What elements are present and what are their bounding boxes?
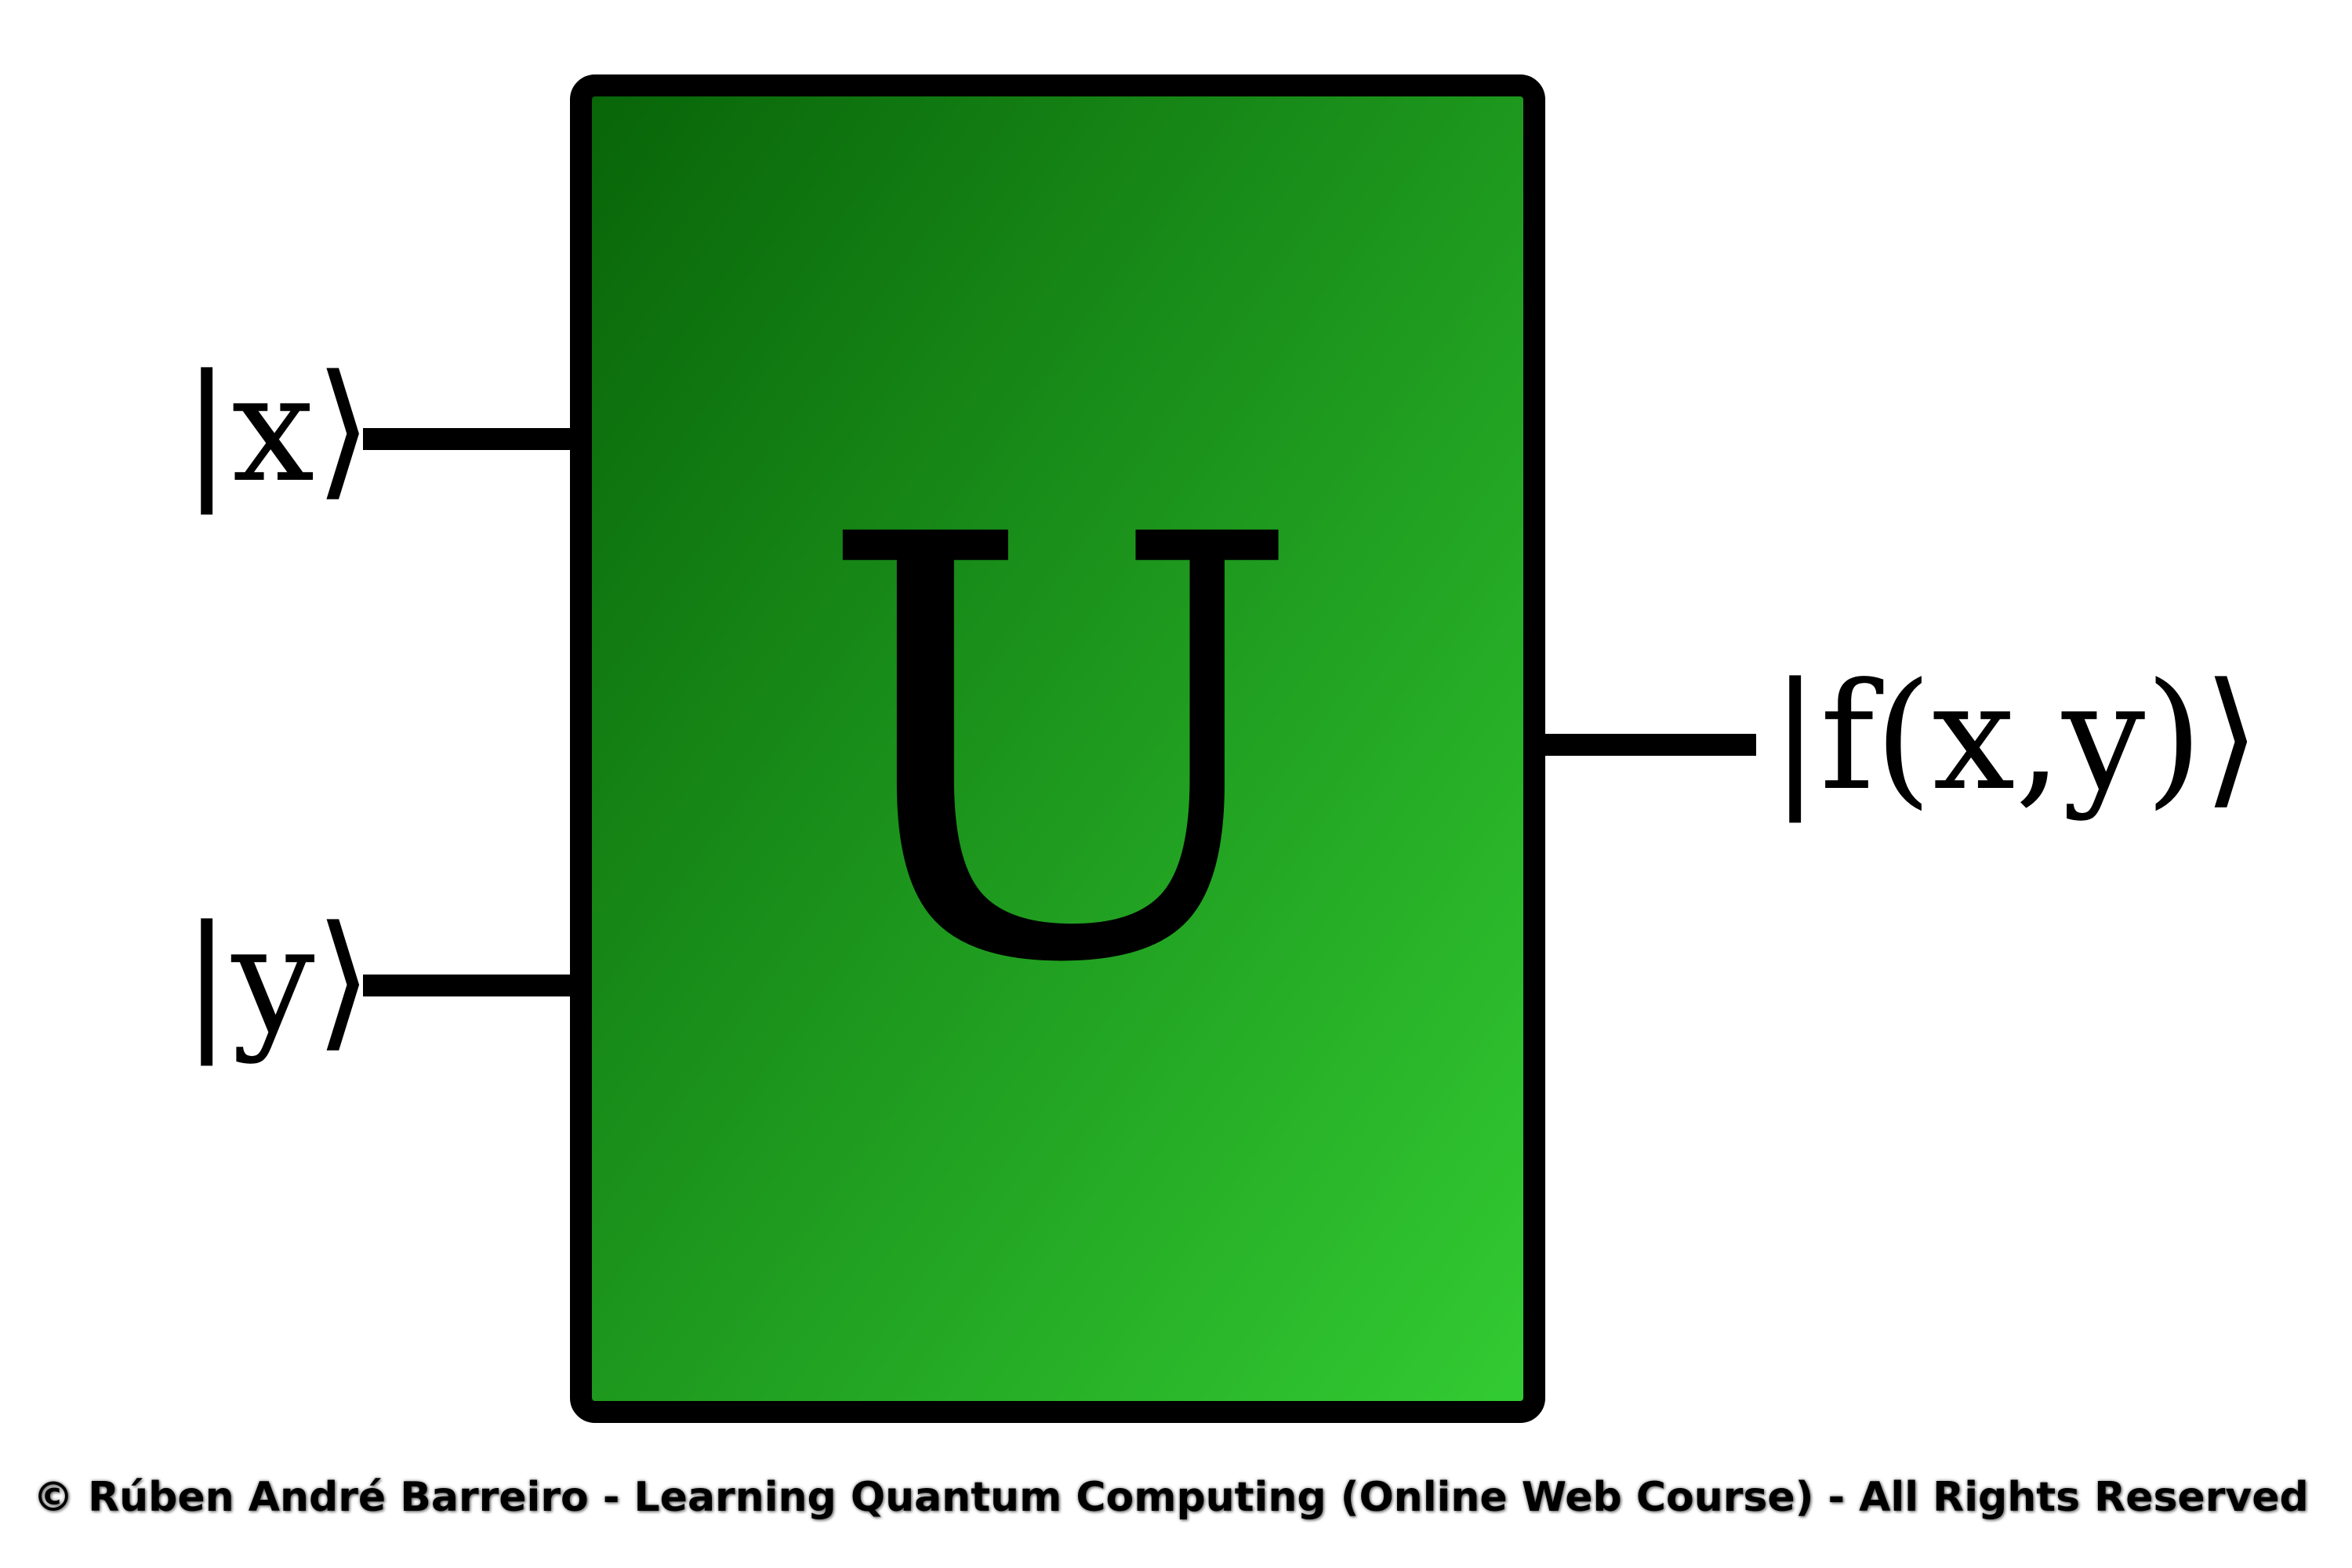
input-ket-x: |x⟩: [182, 343, 372, 515]
gate-label: U: [815, 414, 1305, 1090]
unitary-gate-box: [570, 74, 1545, 1423]
copyright-notice: © Rúben André Barreiro - Learning Quantu…: [33, 1474, 2309, 1521]
output-ket: |f(x,y)⟩: [1770, 652, 2260, 823]
input-ket-y: |y⟩: [182, 895, 372, 1066]
